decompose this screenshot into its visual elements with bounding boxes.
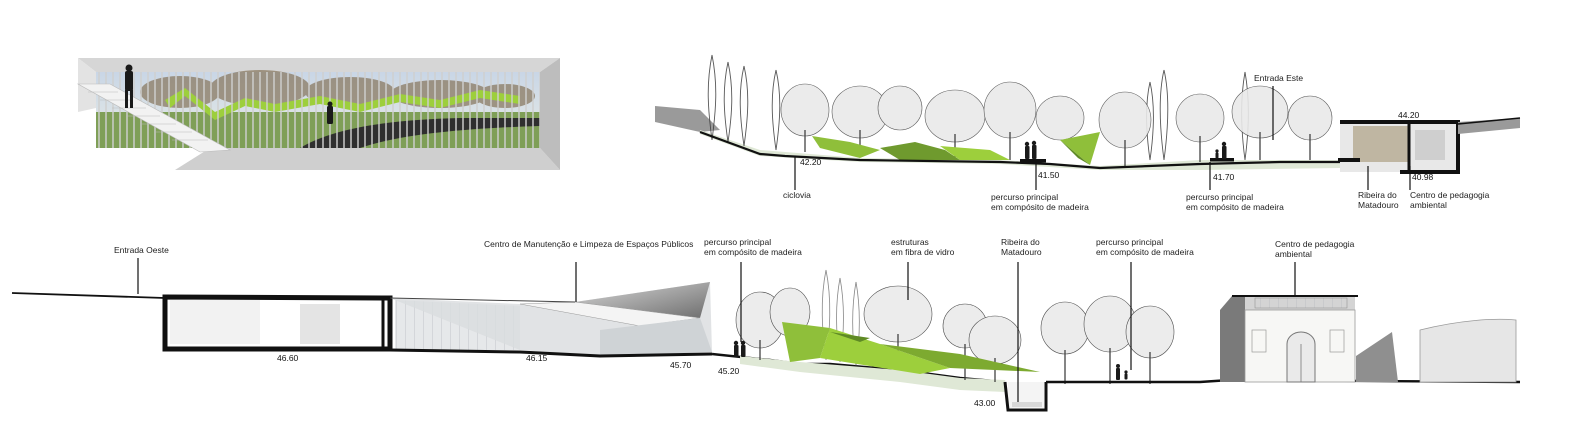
label-centro-manutencao: Centro de Manutenção e Limpeza de Espaço… <box>484 239 693 249</box>
label-percurso-1-line2: em compósito de madeira <box>991 202 1089 212</box>
bottom-right-walls <box>1356 318 1517 383</box>
label-percurso-2-line2: em compósito de madeira <box>1186 202 1284 212</box>
label-percurso-2: percurso principal em compósito de madei… <box>1186 192 1284 212</box>
label-estruturas-line1: estruturas <box>891 237 929 247</box>
bottom-centro-building <box>1220 295 1358 383</box>
perspective-render <box>76 58 560 170</box>
bottom-section <box>11 269 1521 412</box>
elevation-top-41-70: 41.70 <box>1213 172 1235 182</box>
label-percurso-2-line1: percurso principal <box>1186 192 1253 202</box>
label-ribeira-bottom: Ribeira do Matadouro <box>1001 237 1042 257</box>
label-percurso-4: percurso principal em compósito de madei… <box>1096 237 1194 257</box>
label-centro-bottom: Centro de pedagogia ambiental <box>1275 239 1357 259</box>
leader-lines <box>137 86 1411 402</box>
top-centro-building <box>1338 120 1460 174</box>
label-percurso-1: percurso principal em compósito de madei… <box>991 192 1089 212</box>
bottom-ground-line-left <box>11 292 166 299</box>
label-ribeira-bottom-line1: Ribeira do <box>1001 237 1040 247</box>
top-platform-2 <box>1210 158 1234 162</box>
label-ribeira-top-line1: Ribeira do <box>1358 190 1397 200</box>
ribeira-channel <box>1003 381 1048 412</box>
label-percurso-4-line2: em compósito de madeira <box>1096 247 1194 257</box>
label-centro-top-line2: ambiental <box>1410 200 1447 210</box>
label-entrada-este: Entrada Este <box>1254 73 1303 83</box>
label-ribeira-top-line2: Matadouro <box>1358 200 1399 210</box>
render-person-silhouette <box>125 64 333 124</box>
top-left-bank <box>655 106 720 132</box>
top-deciduous-trees <box>780 81 1333 149</box>
label-centro-top: Centro de pedagogia ambiental <box>1410 190 1492 210</box>
elevation-bottom-45-20: 45.20 <box>718 366 740 376</box>
top-green-structures <box>812 132 1100 165</box>
elevation-top-40-98: 40.98 <box>1412 172 1434 182</box>
label-entrada-oeste: Entrada Oeste <box>114 245 169 255</box>
top-people-silhouettes <box>1024 140 1227 159</box>
bottom-trees-left <box>735 285 1175 365</box>
annotation-labels: Entrada Este ciclovia percurso principal… <box>114 73 1492 259</box>
label-percurso-3-line2: em compósito de madeira <box>704 247 802 257</box>
elevation-top-42-20: 42.20 <box>800 157 822 167</box>
elevation-top-41-50: 41.50 <box>1038 170 1060 180</box>
render-slat-screen <box>96 72 540 148</box>
label-ciclovia: ciclovia <box>783 190 811 200</box>
label-percurso-3-line1: percurso principal <box>704 237 771 247</box>
elevation-bottom-46-60: 46.60 <box>277 353 299 363</box>
label-ribeira-bottom-line2: Matadouro <box>1001 247 1042 257</box>
label-estruturas: estruturas em fibra de vidro <box>891 237 955 257</box>
label-percurso-1-line1: percurso principal <box>991 192 1058 202</box>
render-frame-right <box>540 58 560 170</box>
bottom-people-silhouettes <box>733 340 1128 380</box>
elevation-marks: 42.20 41.50 41.70 44.20 40.98 46.60 46.1… <box>277 110 1434 408</box>
label-centro-top-line1: Centro de pedagogia <box>1410 190 1490 200</box>
elevation-top-44-20: 44.20 <box>1398 110 1420 120</box>
bottom-green-structures <box>782 322 1040 374</box>
label-estruturas-line2: em fibra de vidro <box>891 247 955 257</box>
manutencao-building <box>162 282 713 358</box>
label-ribeira-top: Ribeira do Matadouro <box>1358 190 1399 210</box>
label-centro-bottom-line2: ambiental <box>1275 249 1312 259</box>
render-frame-bottom <box>175 148 560 170</box>
bottom-grass-area <box>740 356 1005 392</box>
label-percurso-3: percurso principal em compósito de madei… <box>704 237 802 257</box>
label-percurso-4-line1: percurso principal <box>1096 237 1163 247</box>
elevation-bottom-45-70: 45.70 <box>670 360 692 370</box>
top-ground-line <box>699 130 1340 170</box>
render-frame-top <box>78 58 560 72</box>
top-platform-1 <box>1020 159 1046 163</box>
label-centro-bottom-line1: Centro de pedagogia <box>1275 239 1355 249</box>
elevation-bottom-43-00: 43.00 <box>974 398 996 408</box>
elevation-bottom-46-15: 46.15 <box>526 353 548 363</box>
top-section <box>655 54 1521 174</box>
